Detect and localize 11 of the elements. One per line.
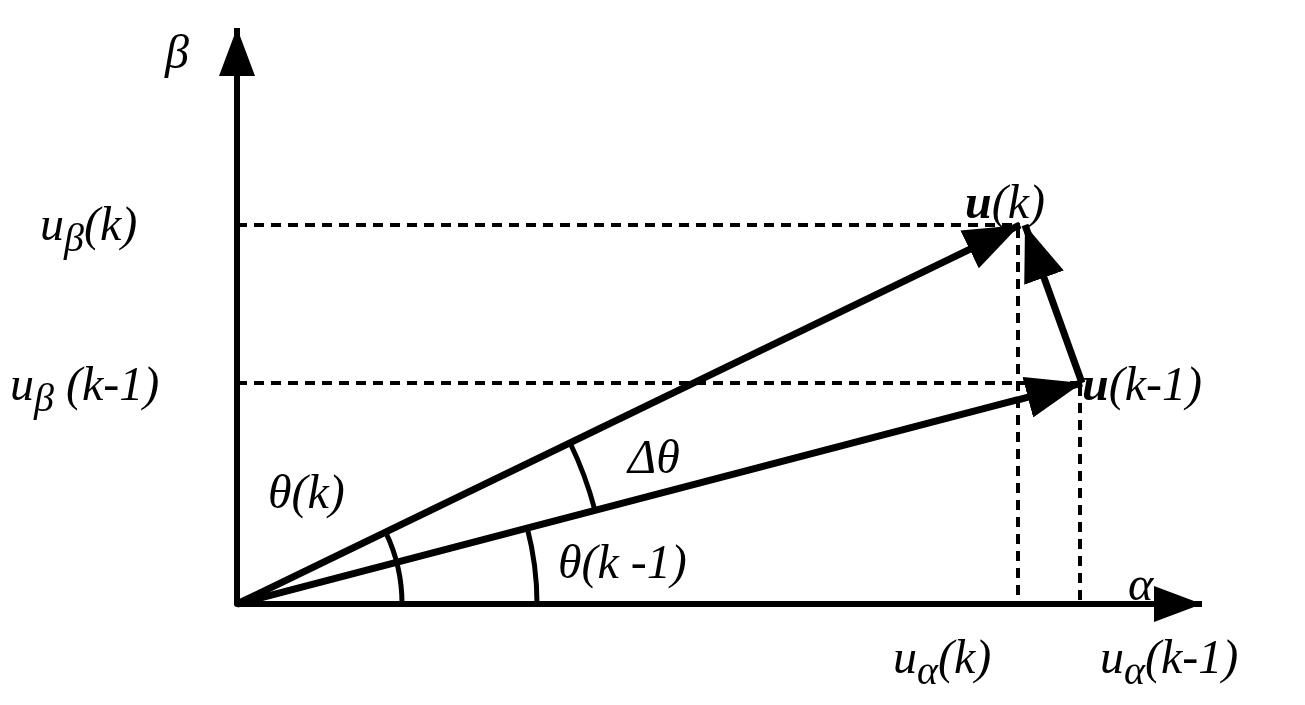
angle-label: Δθ [628, 433, 680, 481]
coordinate-label: u$_{α}$(k) [893, 633, 992, 691]
axis-label: β [165, 28, 189, 76]
coordinate-label: u$_{β}$ (k-1) [10, 360, 160, 418]
vector-arrow [1021, 223, 1086, 385]
coordinate-label: u$_{β}$(k) [40, 200, 138, 258]
axis-label: α [1128, 560, 1154, 608]
vector-label: u(k-1) [1082, 360, 1262, 410]
vector-label: u(k) [965, 178, 1080, 225]
coordinate-label: u$_{α}$(k-1) [1100, 633, 1239, 691]
vector-arrow [236, 376, 1083, 608]
